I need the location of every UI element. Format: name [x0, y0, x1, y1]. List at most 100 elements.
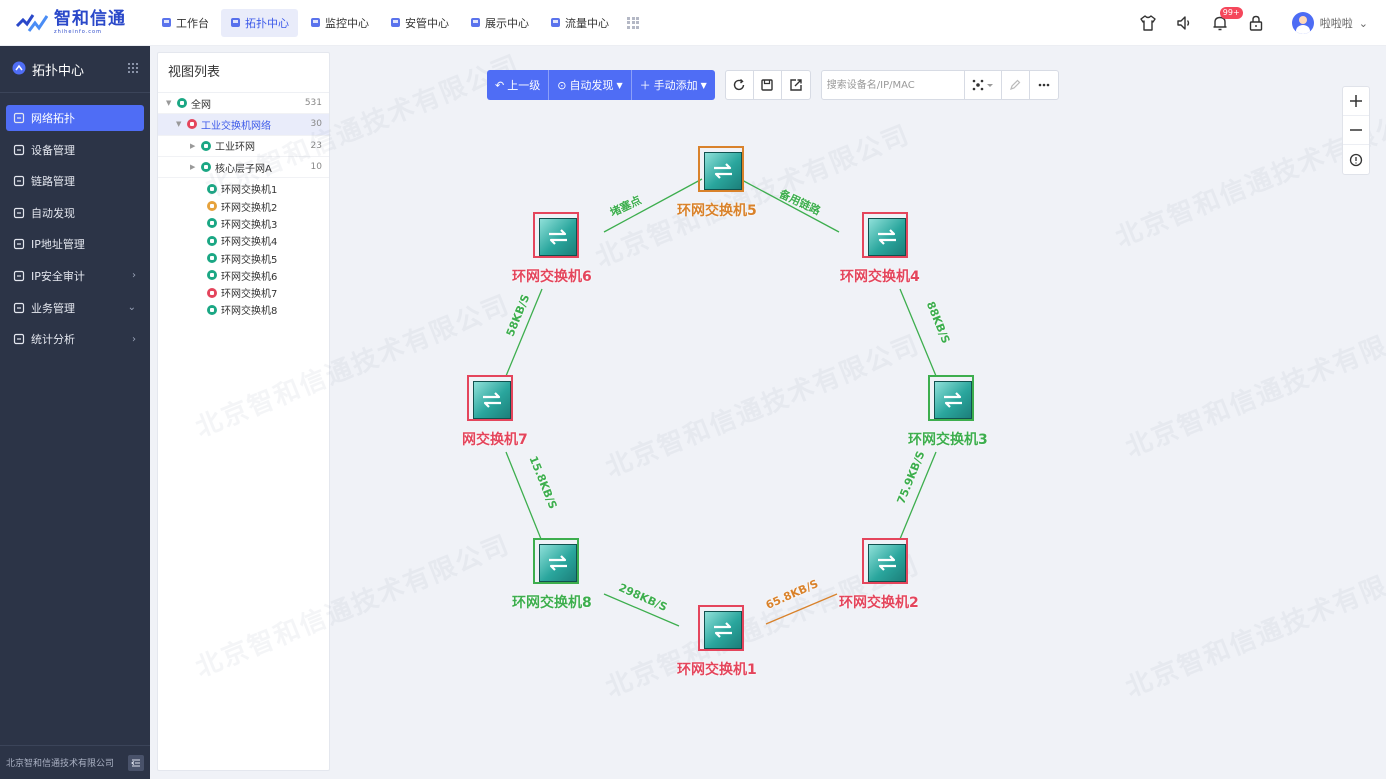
device-status-icon: [207, 253, 217, 264]
refresh-icon[interactable]: [726, 71, 754, 99]
notification-bell-icon[interactable]: 99+: [1210, 7, 1243, 33]
apps-grid-icon[interactable]: [128, 62, 138, 76]
tree-node[interactable]: ▶ 工业环网 23: [158, 136, 329, 157]
more-icon[interactable]: [1030, 71, 1058, 99]
network-status-icon: [201, 140, 211, 151]
brand-name: 智和信通: [54, 8, 126, 29]
edit-pencil-icon[interactable]: [1002, 71, 1030, 99]
sidebar-footer: 北京智和信通技术有限公司: [0, 745, 150, 779]
expand-caret-icon[interactable]: ▶: [190, 163, 196, 172]
topology-link-line[interactable]: [505, 451, 542, 540]
topology-link-line[interactable]: [899, 451, 937, 540]
device-list-item[interactable]: 环网交换机8: [158, 301, 329, 318]
sidebar-item-label: 设备管理: [31, 143, 75, 157]
sidebar-item-6[interactable]: 业务管理⌄: [6, 295, 144, 321]
device-list-item[interactable]: 环网交换机7: [158, 284, 329, 301]
device-list-item[interactable]: 环网交换机6: [158, 267, 329, 284]
switch-icon: [539, 544, 577, 582]
tree-node-count: 23: [310, 140, 322, 151]
lock-icon[interactable]: [1246, 13, 1266, 33]
device-list-label: 环网交换机3: [221, 219, 278, 231]
layout-select[interactable]: [963, 71, 1002, 99]
device-status-icon: [207, 287, 217, 298]
topnav-item-0[interactable]: 工作台: [152, 9, 218, 37]
device-list-label: 环网交换机7: [221, 289, 278, 301]
topology-canvas[interactable]: 北京智和信通技术有限公司北京智和信通技术有限公司北京智和信通技术有限公司北京智和…: [192, 46, 1386, 779]
sidebar-item-label: 统计分析: [31, 333, 75, 347]
topology-link-line[interactable]: [899, 288, 937, 377]
device-list-item[interactable]: 环网交换机5: [158, 249, 329, 266]
sidebar-item-4[interactable]: IP地址管理: [6, 231, 144, 257]
topology-link-line[interactable]: [505, 288, 543, 377]
switch-device-node[interactable]: [533, 538, 579, 584]
topnav-item-1[interactable]: 拓扑中心: [221, 8, 298, 37]
switch-icon: [473, 381, 511, 419]
topnav-item-5[interactable]: 流量中心: [541, 9, 618, 37]
sidebar-item-label: 链路管理: [31, 175, 75, 189]
sidebar-item-0[interactable]: 网络拓扑: [6, 105, 144, 131]
switch-device-node[interactable]: [698, 146, 744, 192]
fit-view-icon[interactable]: [1343, 145, 1369, 174]
device-list-item[interactable]: 环网交换机3: [158, 215, 329, 232]
go-up-button[interactable]: ↶ 上一级: [487, 70, 550, 100]
switch-icon: [704, 611, 742, 649]
device-search-input[interactable]: [821, 71, 964, 99]
expand-caret-icon[interactable]: ▼: [176, 120, 182, 129]
topology-link-line[interactable]: [603, 178, 703, 233]
device-status-icon: [207, 304, 217, 315]
export-icon[interactable]: [782, 71, 810, 99]
sidebar-item-3[interactable]: 自动发现: [6, 200, 144, 226]
sidebar-item-label: IP安全审计: [31, 269, 85, 283]
device-list-item[interactable]: 环网交换机2: [158, 197, 329, 214]
switch-device-node[interactable]: [862, 538, 908, 584]
tree-node-label: 工业环网: [215, 142, 255, 154]
brand-logo[interactable]: 智和信通 zhiheinfo.com: [0, 0, 150, 46]
switch-device-node[interactable]: [467, 375, 513, 421]
sidebar-item-5[interactable]: IP安全审计›: [6, 263, 144, 289]
device-list-item[interactable]: 环网交换机4: [158, 232, 329, 249]
topnav-label: 安管中心: [405, 16, 449, 30]
sidebar-item-7[interactable]: 统计分析›: [6, 326, 144, 352]
zoom-out-icon[interactable]: [1343, 116, 1369, 145]
user-menu[interactable]: 啦啦啦 ⌄: [1291, 12, 1368, 34]
theme-shirt-icon[interactable]: [1138, 13, 1158, 33]
sidebar-item-1[interactable]: 设备管理: [6, 137, 144, 163]
switch-device-node[interactable]: [862, 212, 908, 258]
topology-link-line[interactable]: [603, 593, 680, 627]
switch-device-node[interactable]: [533, 212, 579, 258]
canvas-icon-group: [724, 70, 811, 100]
zoom-in-icon[interactable]: [1343, 87, 1369, 116]
topology-link-line[interactable]: [765, 593, 838, 625]
switch-device-node[interactable]: [698, 605, 744, 651]
save-icon[interactable]: [754, 71, 782, 99]
switch-device-label: 环网交换机2: [839, 595, 919, 611]
sound-icon[interactable]: [1174, 13, 1194, 33]
switch-icon: [704, 152, 742, 190]
user-name: 啦啦啦: [1319, 17, 1353, 30]
switch-device-node[interactable]: [928, 375, 974, 421]
device-list-item[interactable]: 环网交换机1: [158, 180, 329, 197]
business-icon: [13, 302, 25, 314]
auto-discover-button[interactable]: ⊙ 自动发现 ▼: [549, 70, 632, 100]
more-apps-grid-icon[interactable]: [627, 16, 639, 29]
topology-link-line[interactable]: [739, 178, 840, 233]
menu-arrow-icon: ⌄: [127, 302, 136, 314]
header-actions: 99+ 啦啦啦 ⌄: [1138, 0, 1368, 46]
logo-mark-icon: [15, 12, 49, 34]
switch-device-label: 环网交换机5: [677, 203, 757, 219]
search-group: [820, 70, 1059, 100]
topnav-item-4[interactable]: 展示中心: [461, 9, 538, 37]
collapse-sidebar-icon[interactable]: [128, 754, 144, 771]
manual-add-button[interactable]: ＋ 手动添加 ▼: [631, 70, 715, 100]
topnav-item-2[interactable]: 监控中心: [301, 9, 378, 37]
expand-caret-icon[interactable]: ▶: [190, 141, 196, 150]
topnav-item-3[interactable]: 安管中心: [381, 9, 458, 37]
expand-caret-icon[interactable]: ▼: [166, 99, 172, 108]
device-status-icon: [207, 270, 217, 281]
sidebar-item-2[interactable]: 链路管理: [6, 168, 144, 194]
